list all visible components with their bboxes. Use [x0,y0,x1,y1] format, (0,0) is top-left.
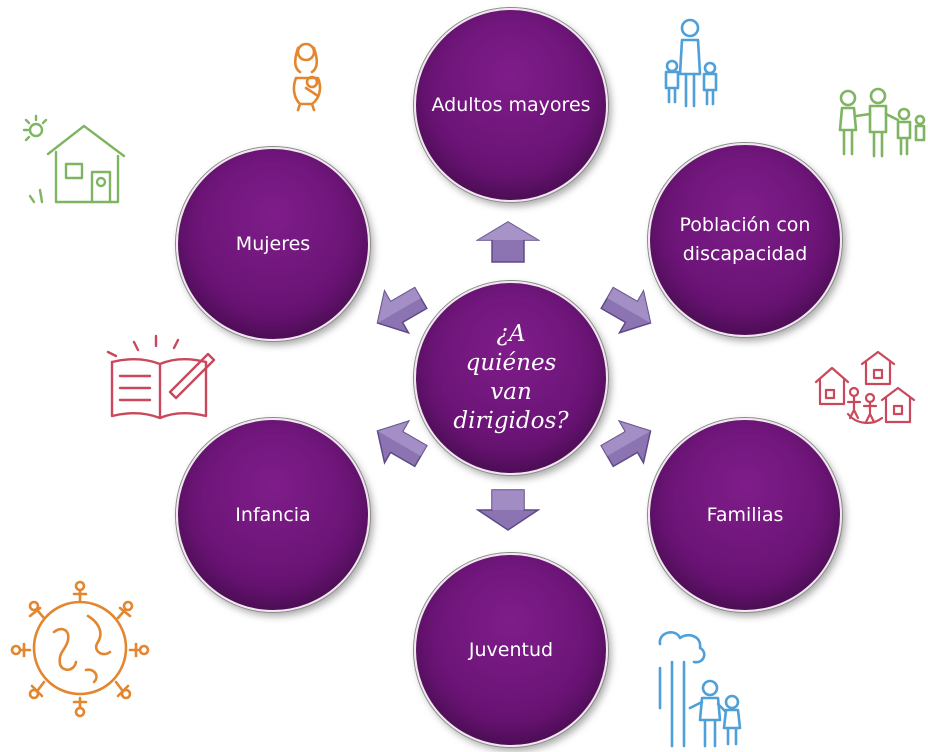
woman-with-child-icon [292,42,322,112]
node-mujeres: Mujeres [176,147,370,341]
house-icon [22,114,126,204]
node-label: Juventud [468,638,554,661]
elder-with-children-icon [664,18,718,108]
center-label: ¿A quiénes van dirigidos? [453,321,569,434]
arrow-lower-right [600,419,652,468]
node-label: Mujeres [235,232,311,255]
node-label: Población con discapacidad [679,214,811,265]
arrow-up [476,221,540,263]
center-question: ¿A quiénes van dirigidos? [414,281,608,475]
youth-group-icon [658,631,742,748]
book-writing-icon [106,334,216,420]
family-icon [838,87,926,158]
arrow-upper-left [376,286,428,335]
node-poblacion-discapacidad: Población con discapacidad [648,143,842,337]
arrow-upper-right [600,286,652,335]
node-infancia: Infancia [176,418,370,612]
arrow-down [476,489,540,531]
globe-people-icon [10,580,150,718]
node-adultos-mayores: Adultos mayores [414,8,608,202]
node-juventud: Juventud [414,553,608,747]
village-icon [814,350,916,424]
arrow-lower-left [376,419,428,468]
node-label: Adultos mayores [431,93,591,116]
node-label: Familias [706,503,784,526]
node-familias: Familias [648,418,842,612]
node-label: Infancia [235,503,311,526]
